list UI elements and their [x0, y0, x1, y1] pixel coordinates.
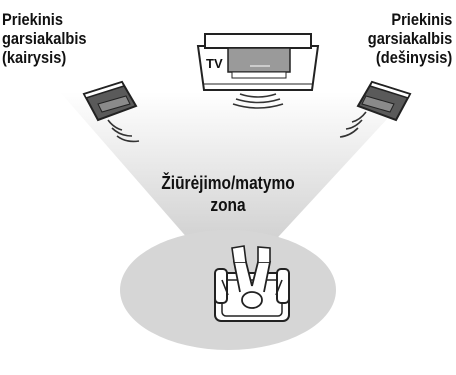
- tv-label: TV: [206, 56, 223, 71]
- left-speaker-label: Priekinis garsiakalbis (kairysis): [2, 10, 87, 67]
- right-label-line-1: Priekinis: [391, 10, 452, 29]
- zone-label-line-1: Žiūrėjimo/matymo: [161, 173, 295, 193]
- right-label-line-2: garsiakalbis: [367, 29, 452, 48]
- left-label-line-3: (kairysis): [2, 48, 67, 67]
- left-label-line-1: Priekinis: [2, 10, 63, 29]
- right-label-line-3: (dešinysis): [375, 48, 452, 67]
- left-speaker-icon: [82, 80, 140, 143]
- viewing-zone-label: Žiūrėjimo/matymo zona: [32, 172, 424, 216]
- left-label-line-2: garsiakalbis: [2, 29, 87, 48]
- tv-icon: TV: [196, 33, 320, 109]
- viewing-area-cone: [60, 92, 412, 248]
- armchair-person-icon: [214, 245, 290, 322]
- zone-label-line-2: zona: [210, 195, 246, 215]
- right-speaker-label: Priekinis garsiakalbis (dešinysis): [367, 10, 452, 67]
- right-speaker-icon: [339, 80, 412, 138]
